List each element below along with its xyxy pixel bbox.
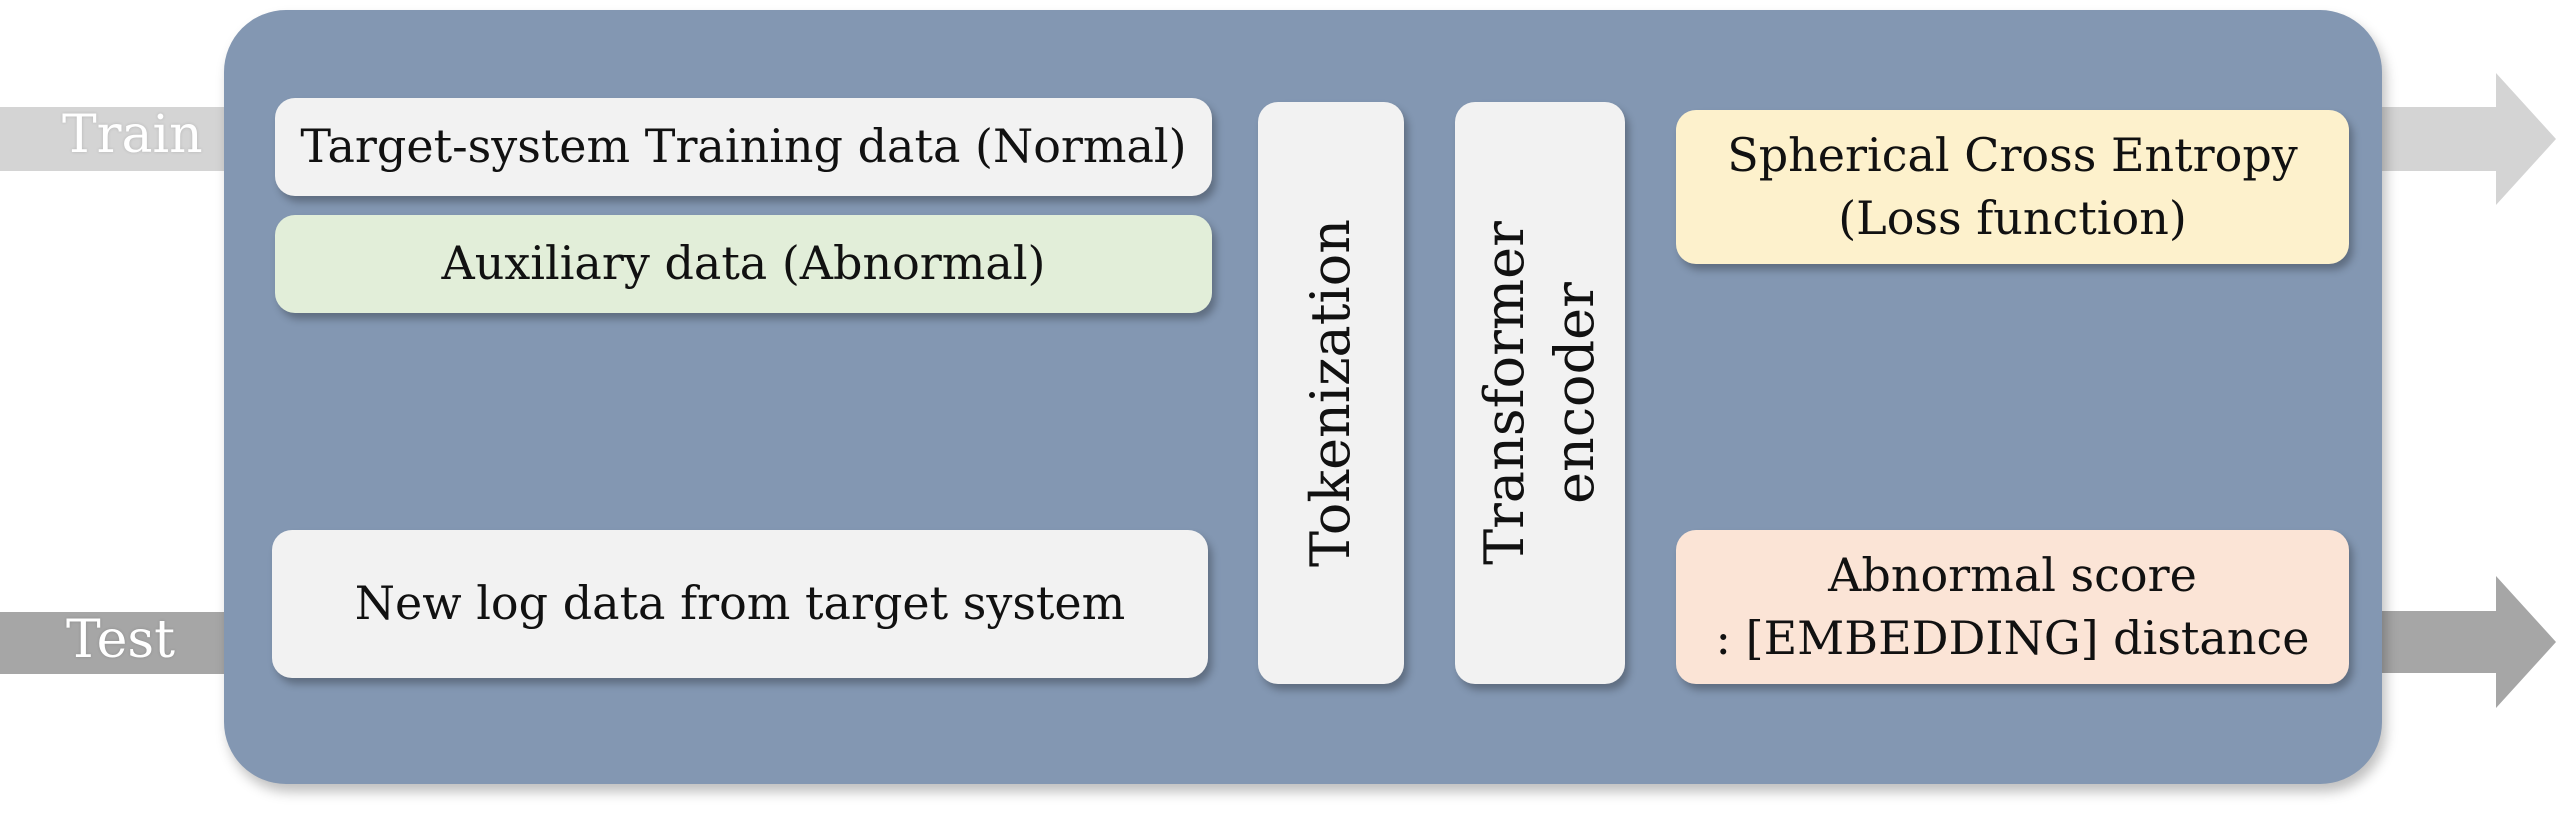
transformer-encoder-label: Transformer encoder xyxy=(1472,221,1606,565)
transformer-encoder-box: Transformer encoder xyxy=(1455,102,1625,684)
abnormal-score-subtitle: : [EMBEDDING] distance xyxy=(1715,611,2310,665)
test-label: Test xyxy=(66,610,176,670)
target-training-data-label: Target-system Training data (Normal) xyxy=(300,119,1187,174)
train-output-arrow xyxy=(2370,73,2560,205)
test-output-arrow xyxy=(2370,576,2560,708)
target-training-data-box: Target-system Training data (Normal) xyxy=(275,98,1212,196)
test-input-arrow xyxy=(0,612,230,674)
loss-function-title: Spherical Cross Entropy xyxy=(1727,127,2298,182)
new-log-data-box: New log data from target system xyxy=(272,530,1208,678)
train-label: Train xyxy=(62,105,203,165)
loss-function-box: Spherical Cross Entropy (Loss function) xyxy=(1676,110,2349,264)
abnormal-score-title: Abnormal score xyxy=(1828,547,2197,602)
loss-function-subtitle: (Loss function) xyxy=(1838,191,2187,245)
abnormal-score-box: Abnormal score : [EMBEDDING] distance xyxy=(1676,530,2349,684)
auxiliary-data-box: Auxiliary data (Abnormal) xyxy=(275,215,1212,313)
train-input-arrow xyxy=(0,107,230,171)
tokenization-label: Tokenization xyxy=(1298,219,1362,567)
auxiliary-data-label: Auxiliary data (Abnormal) xyxy=(441,236,1046,291)
tokenization-box: Tokenization xyxy=(1258,102,1404,684)
new-log-data-label: New log data from target system xyxy=(354,576,1126,631)
